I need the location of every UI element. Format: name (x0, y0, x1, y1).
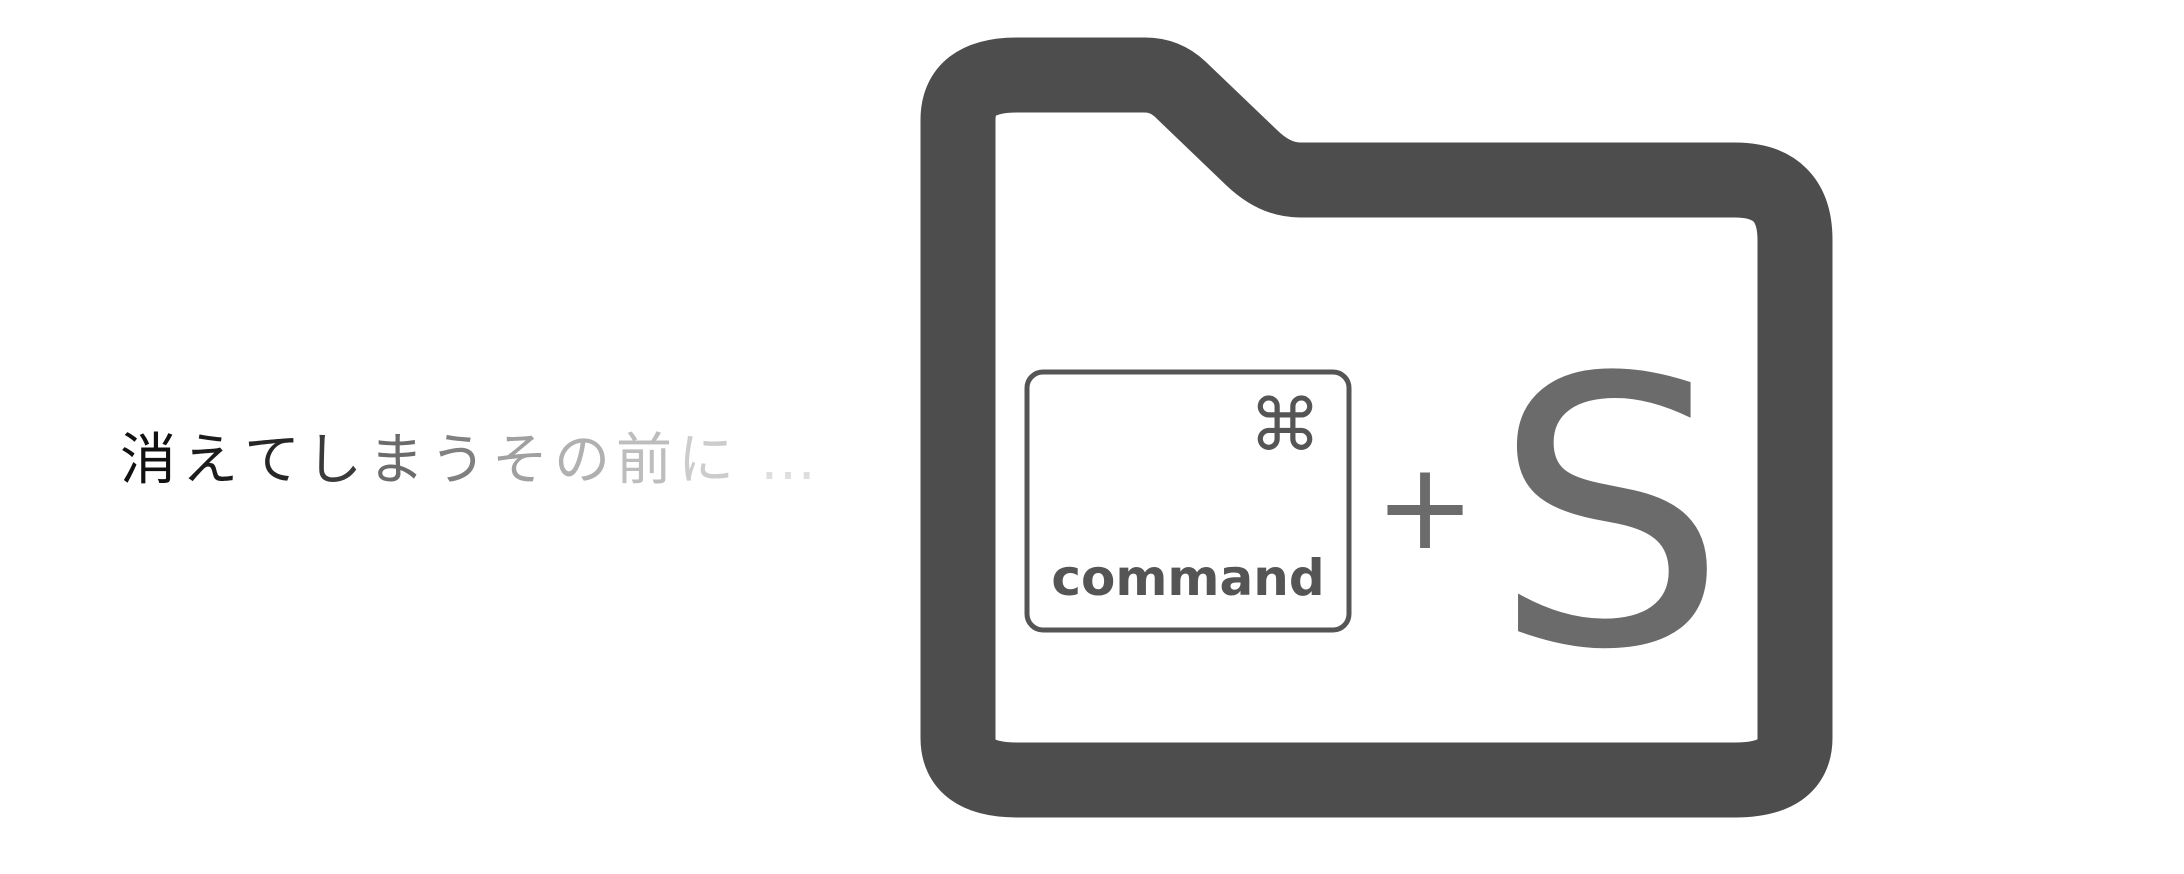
plus-sign: + (1375, 438, 1476, 577)
folder-outline (920, 37, 1833, 818)
tagline-char: え (182, 428, 244, 493)
tagline-char: の (554, 428, 616, 493)
tagline-char: う (430, 428, 492, 493)
s-key-letter: S (1493, 301, 1728, 731)
tagline-char: ま (368, 428, 430, 493)
tagline-char: に (678, 428, 740, 493)
command-label: command (1051, 549, 1324, 607)
tagline-char: し (306, 428, 368, 493)
command-symbol-icon: ⌘ (1249, 383, 1321, 467)
tagline-char: て (244, 428, 306, 493)
tagline-char: 前 (616, 428, 678, 493)
tagline-char: … (760, 428, 822, 493)
tagline-char: そ (492, 428, 554, 493)
command-key (1024, 369, 1352, 633)
tagline-char: 消 (120, 428, 182, 493)
tagline: 消えてしまうその前に … (120, 425, 822, 497)
